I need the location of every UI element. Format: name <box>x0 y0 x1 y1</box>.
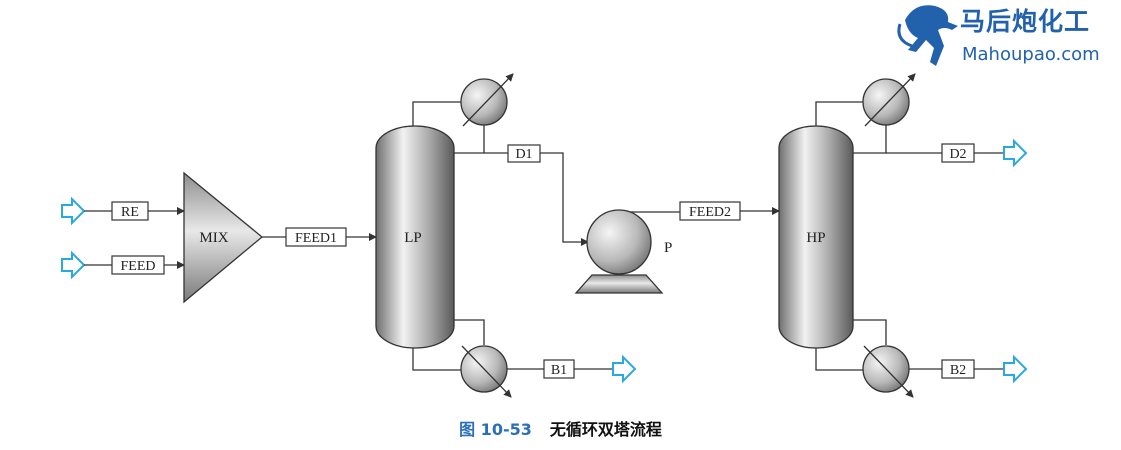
stream-feed-label: FEED <box>121 259 156 274</box>
figure-caption: 图 10-53 无循环双塔流程 <box>0 416 1121 440</box>
pump-label: P <box>664 240 672 256</box>
hp-reboiler <box>862 345 914 398</box>
stream-d2-label: D2 <box>949 147 966 162</box>
stream-b2-label: B2 <box>950 363 966 378</box>
outlet-arrow-icon <box>1003 138 1028 168</box>
stream-b1-label: B1 <box>551 363 567 378</box>
pump <box>574 209 680 294</box>
horse-logo-icon <box>897 5 958 66</box>
inlet-arrow-icon <box>61 196 86 226</box>
figure-number: 图 10-53 <box>459 420 532 439</box>
outlet-arrow-icon <box>1003 354 1028 384</box>
lp-condenser <box>460 73 514 127</box>
stream-d1-label: D1 <box>515 147 532 162</box>
stream-feed2-label: FEED2 <box>689 205 731 220</box>
stream-re-label: RE <box>121 205 139 220</box>
lp-reboiler <box>460 345 512 398</box>
inlet-arrow-icon <box>61 250 86 280</box>
lp-column-label: LP <box>404 230 422 246</box>
outlet-arrow-icon <box>612 354 637 384</box>
hp-condenser <box>862 73 916 127</box>
lp-column <box>375 125 455 349</box>
hp-column-label: HP <box>806 230 825 246</box>
stream-feed <box>111 255 165 275</box>
watermark-chinese: 马后炮化工 <box>960 7 1091 36</box>
mixer <box>183 171 264 304</box>
mixer-label: MIX <box>199 230 228 246</box>
watermark-english: Mahoupao.com <box>962 44 1100 65</box>
stream-feed1-label: FEED1 <box>295 231 337 246</box>
stream-re <box>111 201 149 221</box>
figure-title: 无循环双塔流程 <box>549 420 662 439</box>
